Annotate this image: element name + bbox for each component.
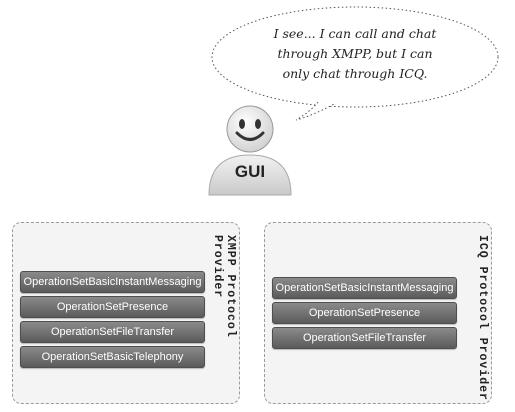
gui-label: GUI [234,162,266,181]
avatar-eye [239,119,245,129]
operation-set-file-transfer: OperationSetFileTransfer [20,321,205,343]
operation-set-presence: OperationSetPresence [272,302,457,324]
provider-title: ICQ Protocol Provider [476,235,489,401]
speech-line: I see... I can call and chat [273,26,437,41]
gui-user-icon [208,105,292,196]
speech-line: through XMPP, but I can [277,46,433,61]
provider-title: XMPP Protocol Provider [211,235,237,338]
xmpp-protocol-provider: XMPP Protocol Provider OperationSetBasic… [12,222,240,404]
operation-set-file-transfer: OperationSetFileTransfer [272,327,457,349]
icq-protocol-provider: ICQ Protocol Provider OperationSetBasicI… [264,222,492,404]
operation-set-list: OperationSetBasicInstantMessaging Operat… [272,277,457,352]
operation-set-presence: OperationSetPresence [20,296,205,318]
avatar-eye [255,119,261,129]
operation-set-basic-telephony: OperationSetBasicTelephony [20,346,205,368]
operation-set-basic-instant-messaging: OperationSetBasicInstantMessaging [272,277,457,299]
operation-set-list: OperationSetBasicInstantMessaging Operat… [20,271,205,371]
speech-line: only chat through ICQ. [282,66,428,81]
speech-bubble-text: I see... I can call and chat through XMP… [240,24,470,84]
operation-set-basic-instant-messaging: OperationSetBasicInstantMessaging [20,271,205,293]
